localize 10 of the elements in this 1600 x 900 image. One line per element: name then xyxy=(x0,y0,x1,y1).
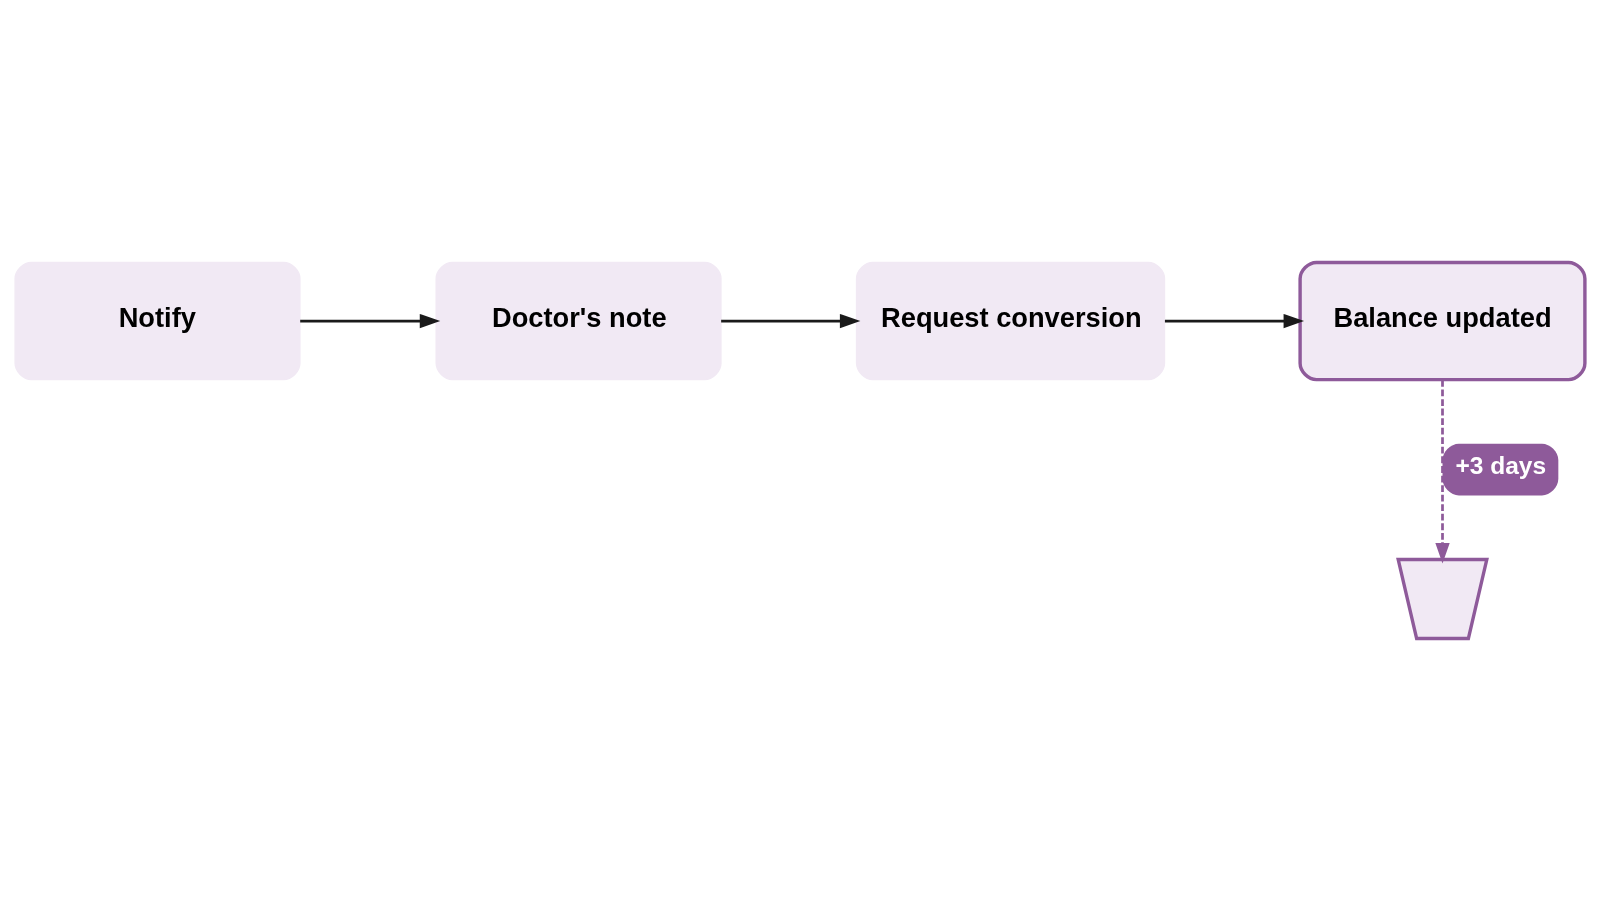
node-box: Request conversion xyxy=(855,261,1166,380)
node-box: Doctor's note xyxy=(435,261,722,380)
edge-label: +3 days xyxy=(1455,451,1547,479)
arrow xyxy=(721,313,861,328)
node-bin xyxy=(1396,557,1489,640)
node-box: Balance updated xyxy=(1298,260,1587,381)
node-box: Notify xyxy=(14,261,301,380)
arrow xyxy=(300,313,441,328)
arrow xyxy=(1164,313,1305,328)
arrow xyxy=(1435,379,1450,564)
